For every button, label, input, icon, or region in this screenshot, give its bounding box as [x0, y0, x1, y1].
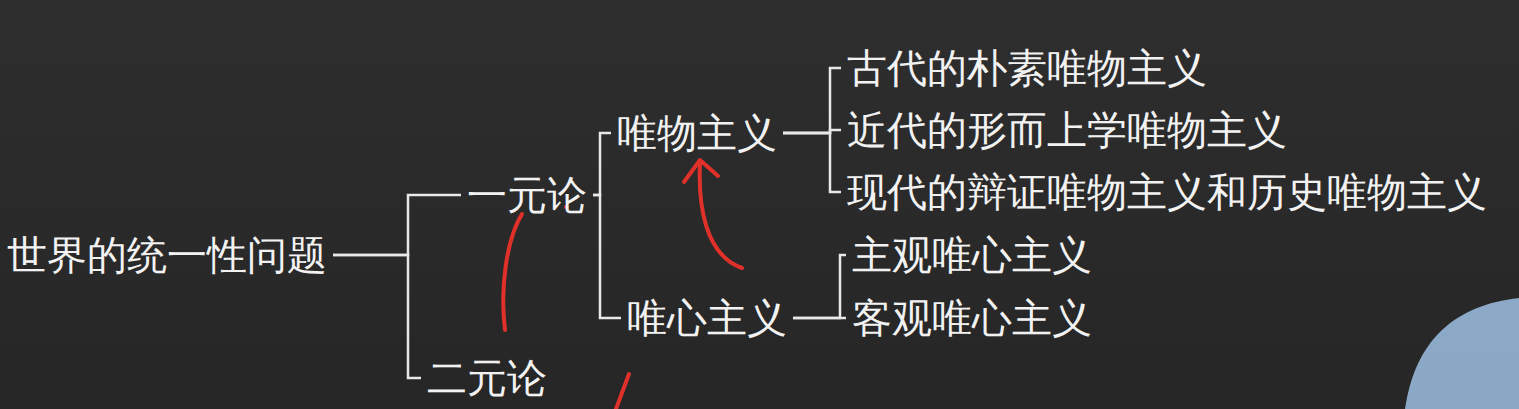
red-stroke: [616, 374, 629, 409]
bracket-connector: [593, 195, 621, 318]
item-text: 近代的形而上学唯物主义: [847, 107, 1287, 153]
item-text: 主观唯心主义: [852, 232, 1092, 278]
red-arrow-head: [684, 160, 718, 182]
item-text: 古代的朴素唯物主义: [847, 45, 1207, 91]
bracket-connector: [333, 195, 461, 255]
item-text: 二元论: [427, 355, 547, 401]
tree-item: 近代的形而上学唯物主义: [845, 107, 1289, 153]
bracket-connector: [333, 255, 421, 378]
bracket-connector: [783, 133, 841, 192]
item-text: 唯物主义: [617, 110, 777, 156]
red-bracket-mark: [503, 214, 522, 330]
red-curve-arrow: [700, 163, 742, 268]
bracket-connector: [793, 255, 846, 318]
bracket-connector: [593, 133, 611, 195]
tree-item: 世界的统一性问题: [5, 232, 329, 278]
item-text: 客观唯心主义: [852, 295, 1092, 341]
tree-item: 一元论: [465, 172, 589, 218]
item-text: 一元论: [467, 172, 587, 218]
bracket-connector: [793, 317, 846, 320]
teacher-figure: [1405, 298, 1519, 409]
tree-item: 二元论: [425, 355, 549, 401]
tree-item: 主观唯心主义: [850, 232, 1094, 278]
item-text: 现代的辩证唯物主义和历史唯物主义: [847, 169, 1487, 215]
item-text: 唯心主义: [627, 295, 787, 341]
tree-item: 现代的辩证唯物主义和历史唯物主义: [845, 169, 1489, 215]
tree-item: 古代的朴素唯物主义: [845, 45, 1209, 91]
tree-item: 唯心主义: [625, 295, 789, 341]
tree-item: 客观唯心主义: [850, 295, 1094, 341]
bracket-connector: [783, 68, 841, 133]
tree-item: 唯物主义: [615, 110, 779, 156]
item-text: 世界的统一性问题: [7, 232, 327, 278]
